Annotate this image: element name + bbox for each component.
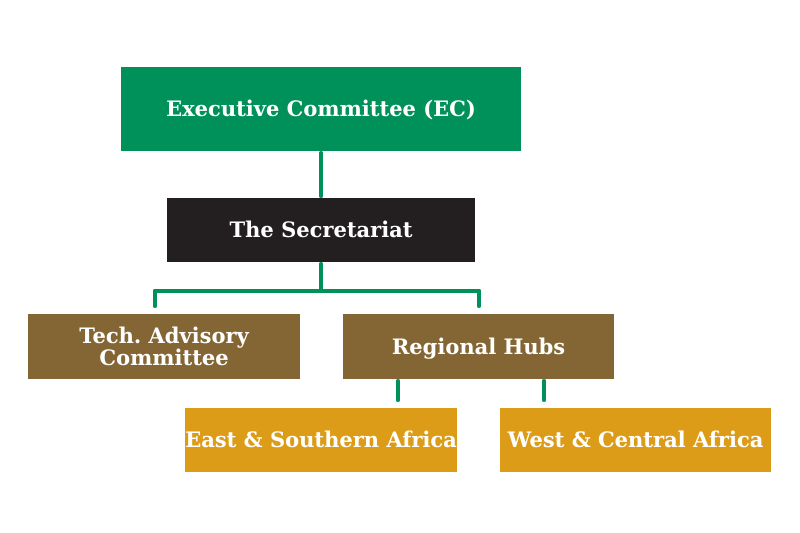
executive-committee-label: Executive Committee (EC): [166, 96, 476, 121]
east-southern-africa-box: East & Southern Africa: [185, 408, 457, 472]
regional-hubs-label: Regional Hubs: [391, 333, 566, 359]
connector-ec-secretariat: [319, 151, 323, 198]
regional-hubs-box: Regional Hubs: [343, 314, 614, 379]
executive-committee-box: Executive Committee (EC): [121, 67, 521, 151]
connector-east-southern: [396, 379, 400, 402]
west-central-africa-label: West & Central Africa: [507, 427, 764, 452]
connector-secretariat-down: [319, 262, 323, 292]
connector-tech-advisory: [153, 289, 157, 308]
secretariat-label: The Secretariat: [229, 217, 413, 242]
secretariat-box: The Secretariat: [167, 198, 475, 262]
connector-west-central: [542, 379, 546, 402]
tech-advisory-label-line2: Committee: [99, 344, 229, 370]
connector-regional-hubs: [477, 289, 481, 308]
tech-advisory-label-line1: Tech. Advisory: [79, 322, 249, 348]
connector-horizontal: [153, 289, 481, 293]
tech-advisory-box: Tech. Advisory Committee: [28, 314, 300, 379]
west-central-africa-box: West & Central Africa: [500, 408, 771, 472]
east-southern-africa-label: East & Southern Africa: [185, 427, 457, 452]
